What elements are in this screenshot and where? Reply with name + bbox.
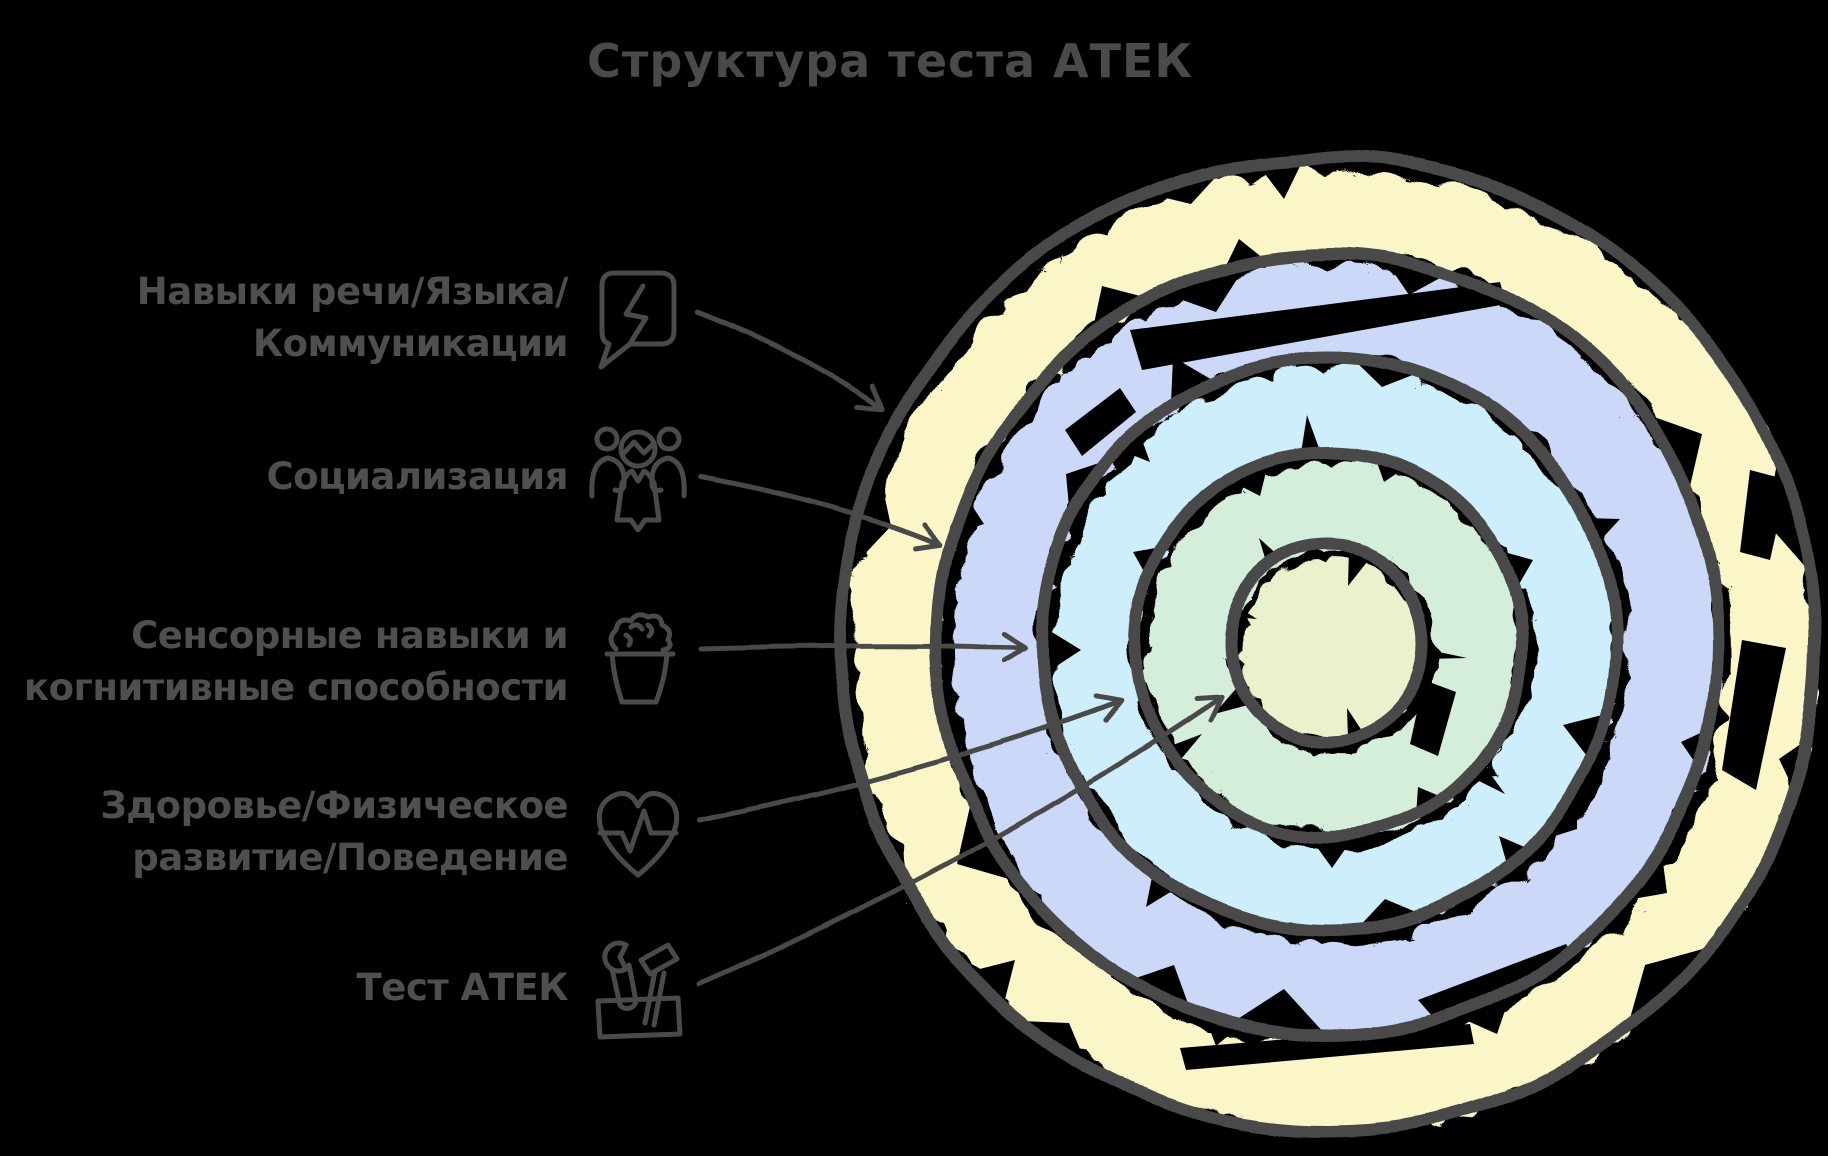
legend-label-line: Здоровье/Физическое xyxy=(100,784,568,828)
legend-label: Сенсорные навыки и когнитивные способнос… xyxy=(0,610,584,714)
connector-arrows xyxy=(694,309,1225,987)
heart-pulse-icon xyxy=(596,790,680,878)
legend-label-line: Навыки речи/Языка/ xyxy=(136,270,569,314)
legend-label-line: когнитивные способности xyxy=(23,666,569,709)
legend-item-socialization: Социализация xyxy=(0,412,692,542)
legend-label-line: Социализация xyxy=(266,455,569,499)
legend-label: Тест АТЕК xyxy=(0,962,584,1014)
ring-fill-atec-core xyxy=(1237,553,1419,735)
legend-item-speech: Навыки речи/Языка/ Коммуникации xyxy=(0,253,692,383)
ring-outline-4 xyxy=(1129,445,1527,843)
legend-label: Здоровье/Физическое развитие/Поведение xyxy=(0,780,584,884)
legend-label-line: Сенсорные навыки и xyxy=(131,614,568,658)
arrow-to-ring-speech xyxy=(694,309,887,412)
people-group-icon xyxy=(589,426,687,532)
legend-label-line: Тест АТЕК xyxy=(356,966,569,1010)
legend-label-line: Коммуникации xyxy=(252,322,569,365)
arrow-to-ring-sensory xyxy=(697,631,1029,663)
legend-item-health: Здоровье/Физическое развитие/Поведение xyxy=(0,767,692,897)
arrow-to-ring-socialization xyxy=(697,474,943,551)
ring-outline-3 xyxy=(1035,351,1621,937)
speech-bubble-lightning-icon xyxy=(598,270,677,370)
brain-icon xyxy=(604,612,676,705)
legend-item-sensory: Сенсорные навыки и когнитивные способнос… xyxy=(0,597,692,727)
page-title: Структура теста АТЕК xyxy=(586,34,1194,88)
legend-item-atec: Тест АТЕК xyxy=(0,923,692,1053)
legend-label: Социализация xyxy=(0,451,584,503)
arrow-to-ring-health xyxy=(697,693,1125,822)
ring-outline-5 xyxy=(1225,541,1431,747)
legend-label: Навыки речи/Языка/ Коммуникации xyxy=(0,266,584,370)
legend-label-line: развитие/Поведение xyxy=(132,836,568,879)
toolbox-icon xyxy=(595,940,683,1040)
arrow-to-ring-atec-core xyxy=(697,694,1225,987)
